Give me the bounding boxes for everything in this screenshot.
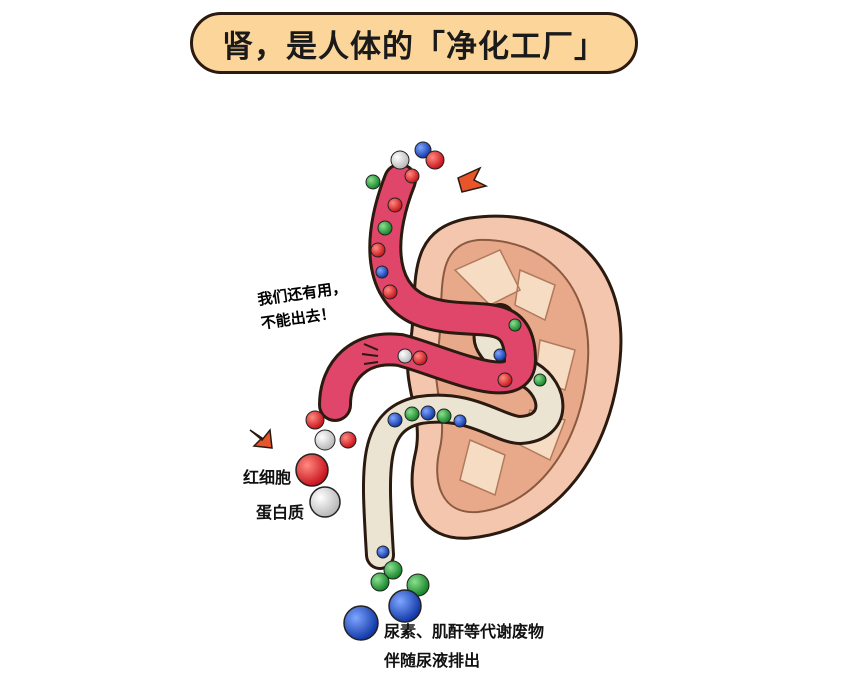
ureter-cells [376,318,547,559]
label-red-cell: 红细胞 [243,468,292,487]
label-waste-2: 伴随尿液排出 [384,651,481,670]
outflow-arrow-icon [249,428,273,449]
vessel-cells [370,197,513,388]
label-protein: 蛋白质 [256,503,305,522]
incoming-cells [365,141,445,190]
title-banner: 肾，是人体的「净化工厂」 [190,12,638,74]
page-title: 肾，是人体的「净化工厂」 [222,28,606,65]
waste-balls [343,560,430,641]
inflow-arrow-icon [457,166,489,193]
label-waste-1: 尿素、肌酐等代谢废物 [384,622,545,641]
speech-marks [361,343,379,365]
blood-vessel [321,166,535,419]
retained-cells [295,410,357,518]
